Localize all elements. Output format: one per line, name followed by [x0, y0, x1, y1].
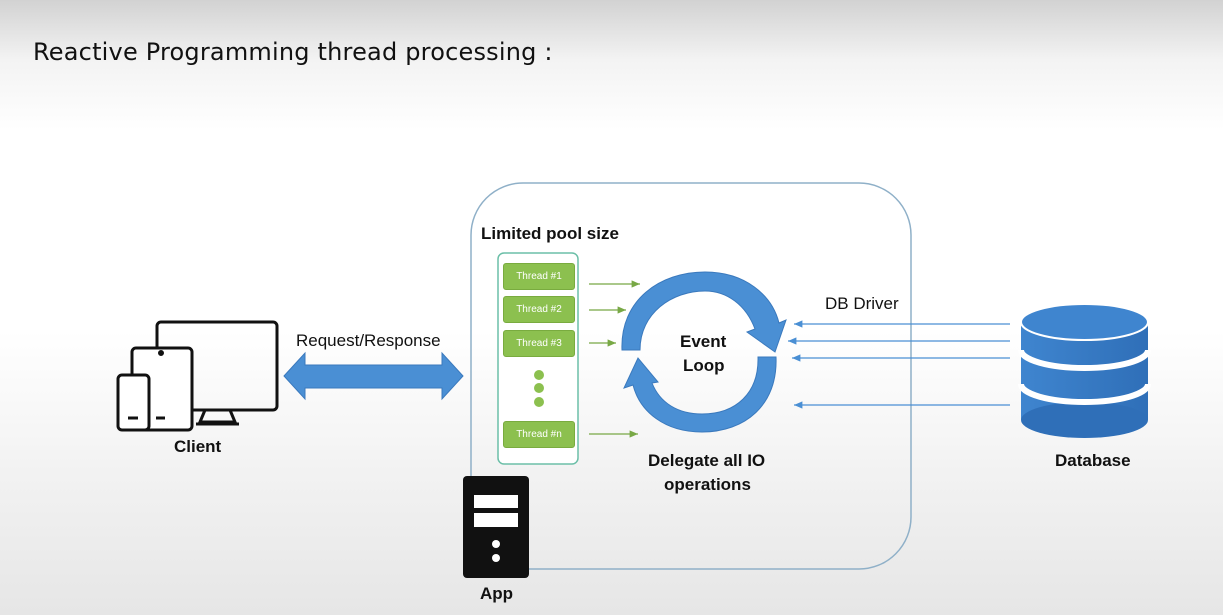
thread-item-n: Thread #n	[503, 421, 575, 448]
request-response-arrow	[283, 351, 464, 401]
ellipsis-dot	[534, 397, 544, 407]
database-icon	[1018, 303, 1151, 438]
delegate-io-label-line1: Delegate all IO	[648, 451, 766, 470]
pool-size-label: Limited pool size	[481, 224, 619, 243]
app-server-icon	[463, 476, 529, 578]
request-response-label: Request/Response	[296, 331, 441, 350]
slide-title: Reactive Programming thread processing :	[33, 38, 553, 66]
event-loop-arrows	[621, 271, 787, 433]
thread-to-loop-arrows	[589, 280, 640, 438]
db-driver-label: DB Driver	[825, 294, 899, 313]
thread-item-1: Thread #1	[503, 263, 575, 290]
db-driver-arrows	[788, 320, 1010, 409]
ellipsis-dot	[534, 383, 544, 393]
thread-item-3: Thread #3	[503, 330, 575, 357]
client-label: Client	[174, 437, 222, 456]
delegate-io-label-line2: operations	[664, 475, 751, 494]
event-loop-label-line1: Event	[680, 332, 727, 351]
thread-item-2: Thread #2	[503, 296, 575, 323]
event-loop-label-line2: Loop	[683, 356, 725, 375]
ellipsis-dot	[534, 370, 544, 380]
app-label: App	[480, 584, 514, 603]
app-container-box	[470, 182, 912, 570]
database-label: Database	[1055, 451, 1131, 470]
client-devices-icon	[116, 320, 279, 432]
